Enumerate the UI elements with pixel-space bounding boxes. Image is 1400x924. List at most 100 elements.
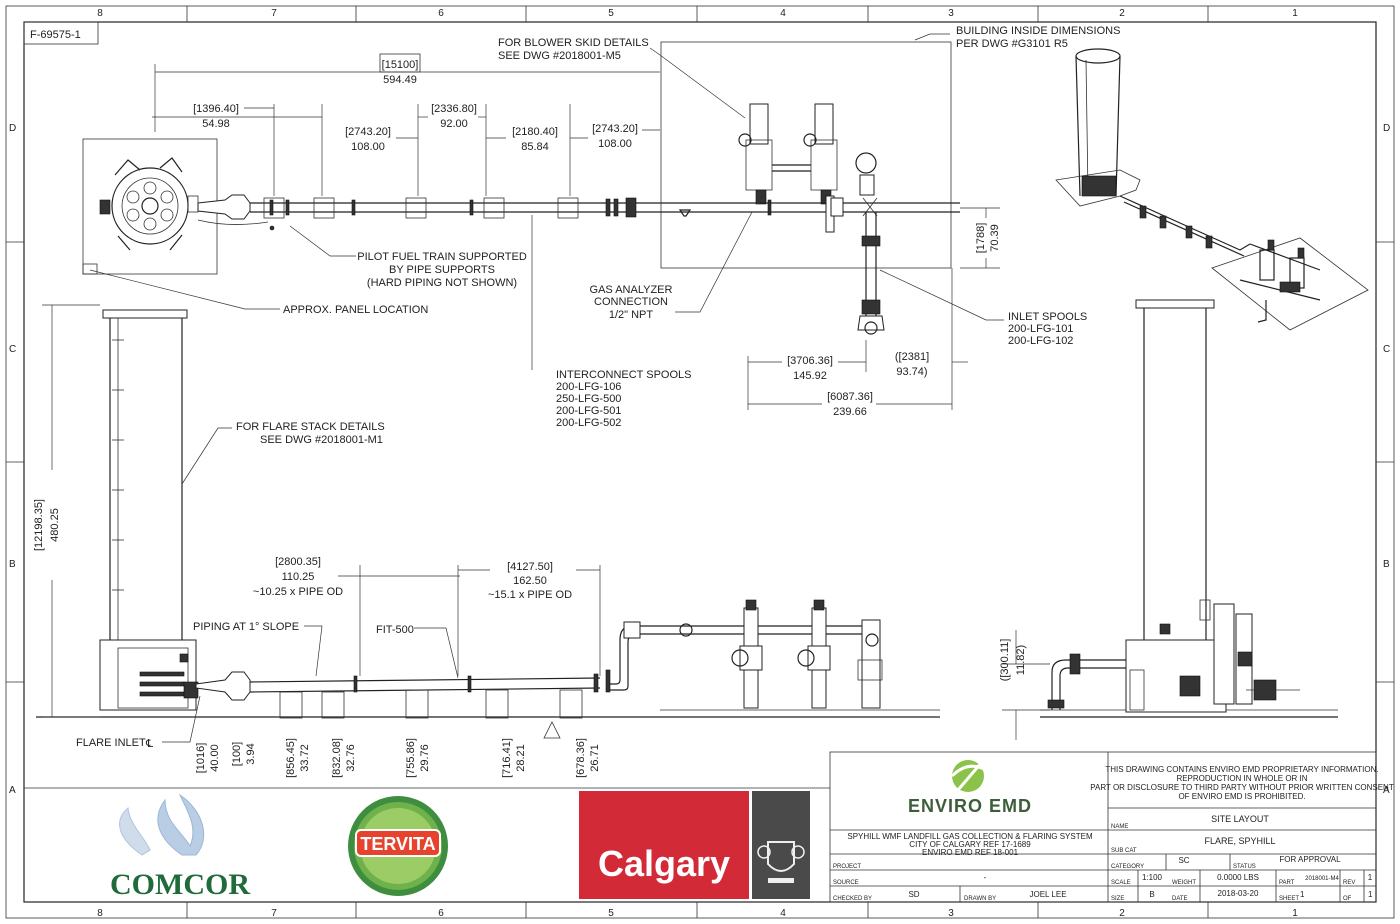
building-outline: [660, 41, 952, 269]
dim-run2-od: ~15.1 x PIPE OD: [488, 589, 572, 601]
col-label: 5: [608, 908, 614, 919]
callout-gas-analyzer: GAS ANALYZER CONNECTION 1/2" NPT: [590, 284, 673, 321]
callout-text: INTERCONNECT SPOOLS: [556, 369, 692, 381]
dim-overall-mm: [15100]: [382, 59, 419, 71]
tb-drawn-value: JOEL LEE: [1029, 890, 1066, 899]
callout-text: (HARD PIPING NOT SHOWN): [367, 277, 517, 289]
dim-h-right-mm: ([300.11]: [999, 639, 1011, 682]
support-dims: [1016] 40.00 [100] 3.94 [856.45] 33.72 […: [195, 738, 601, 778]
calgary-crest-icon: [767, 841, 795, 872]
tervita-logo: TERVITA: [348, 796, 448, 896]
callout-text: INLET SPOOLS: [1008, 311, 1087, 323]
dim-run2-mm: [4127.50]: [507, 561, 553, 573]
zone-ticks: [6, 6, 1394, 918]
row-label: C: [1383, 344, 1390, 355]
project-line: CITY OF CALGARY REF 17-1689: [909, 840, 1031, 849]
dim-support: [716.41]: [501, 738, 513, 778]
dim-run1-mm: [2800.35]: [275, 556, 321, 568]
callout-text: CONNECTION: [594, 296, 668, 308]
enviro-wordmark: ENVIRO EMD: [908, 796, 1032, 816]
dim-d4-in: 85.84: [521, 141, 549, 153]
dim-d3-mm: [2336.80]: [431, 103, 477, 115]
dim-d1-mm: [1396.40]: [193, 103, 239, 115]
callout-text: BY PIPE SUPPORTS: [389, 264, 495, 276]
dim-d7-mm: ([2381]: [895, 351, 929, 363]
callout-text: BUILDING INSIDE DIMENSIONS: [956, 25, 1120, 37]
zone-columns-top: 8 7 6 5 4 3 2 1: [97, 8, 1298, 19]
dim-d4-mm: [2180.40]: [512, 126, 558, 138]
col-label: 8: [97, 908, 103, 919]
tb-subcat-value: FLARE, SPYHILL: [1204, 836, 1275, 846]
callout-text: 200-LFG-502: [556, 417, 621, 429]
tb-status-label: STATUS: [1233, 864, 1256, 870]
tb-source-value: -: [984, 873, 987, 882]
dim-run2-in: 162.50: [513, 575, 547, 587]
dim-support: [100]: [231, 742, 243, 766]
tb-date-value: 2018-03-20: [1218, 889, 1259, 898]
tb-weight-label: WEIGHT: [1172, 880, 1196, 886]
drawing-id-box: [23, 21, 99, 45]
tb-drawn-label: DRAWN BY: [964, 896, 996, 902]
tb-part-value: 2018001-M4: [1305, 876, 1339, 882]
dim-d6-in: 145.92: [793, 370, 827, 382]
isometric-view: [1055, 48, 1369, 331]
tb-sheet-label: SHEET: [1279, 896, 1299, 902]
tb-checked-label: CHECKED BY: [833, 896, 872, 902]
col-label: 7: [271, 908, 277, 919]
callout-building: BUILDING INSIDE DIMENSIONS PER DWG #G310…: [956, 25, 1120, 50]
callout-text: 1/2" NPT: [609, 309, 654, 321]
dim-stack-height-mm: [12198.35]: [33, 499, 45, 551]
dim-d2-in: 108.00: [351, 141, 385, 153]
col-label: 6: [438, 908, 444, 919]
col-label: 2: [1119, 908, 1125, 919]
notice-line: PART OR DISCLOSURE TO THIRD PARTY WITHOU…: [1090, 783, 1394, 792]
title-block: [829, 751, 1377, 903]
dim-support: 26.71: [589, 744, 601, 772]
dim-d3-in: 92.00: [440, 118, 468, 130]
dim-run1-od: ~10.25 x PIPE OD: [253, 586, 343, 598]
tb-name-value: SITE LAYOUT: [1211, 814, 1269, 824]
dim-d8-in: 239.66: [833, 406, 867, 418]
row-label: A: [1383, 785, 1390, 796]
elevation-view: [12198.35] 480.25 [2800.35] 110.25 ~10.2…: [33, 304, 1050, 778]
tb-category-value: SC: [1178, 856, 1189, 865]
dim-d9-mm: [1788]: [975, 223, 987, 254]
dim-support: [678.36]: [575, 738, 587, 778]
col-label: 4: [780, 908, 786, 919]
callout-text: SEE DWG #2018001-M1: [260, 434, 383, 446]
col-label: 5: [608, 8, 614, 19]
flare-stack-cap: [102, 309, 188, 319]
tb-rev-value: 1: [1368, 873, 1373, 882]
row-label: B: [1383, 559, 1390, 570]
tb-sheet-value: 1: [1300, 890, 1305, 899]
dim-run1-in: 110.25: [282, 571, 315, 583]
callout-text: 200-LFG-501: [556, 405, 621, 417]
tb-checked-value: SD: [908, 890, 919, 899]
tb-category-label: CATEGORY: [1111, 864, 1144, 870]
drawing-id: F-69575-1: [30, 29, 81, 41]
enviro-emd-logo: ENVIRO EMD: [908, 760, 1032, 816]
dim-support: [755.86]: [405, 738, 417, 778]
project-line: SPYHILL WMF LANDFILL GAS COLLECTION & FL…: [847, 832, 1093, 841]
tb-status-value: FOR APPROVAL: [1279, 855, 1341, 864]
col-label: 7: [271, 8, 277, 19]
callout-text: FOR BLOWER SKID DETAILS: [498, 37, 649, 49]
side-elevation-view: [1040, 299, 1338, 718]
project-line: ENVIRO EMD REF 18-001: [922, 848, 1019, 857]
callout-text: 200-LFG-101: [1008, 323, 1073, 335]
callout-panel: APPROX. PANEL LOCATION: [283, 304, 428, 316]
callout-blower-skid: FOR BLOWER SKID DETAILS SEE DWG #2018001…: [498, 37, 649, 62]
dim-d7-in: 93.74): [896, 366, 927, 378]
dim-support: 33.72: [299, 744, 311, 772]
callout-text: PILOT FUEL TRAIN SUPPORTED: [357, 251, 527, 263]
row-label: B: [9, 559, 16, 570]
comcor-wordmark: COMCOR: [110, 868, 250, 901]
notice-line: THIS DRAWING CONTAINS ENVIRO EMD PROPRIE…: [1105, 765, 1378, 774]
dim-d6-mm: [3706.36]: [787, 355, 833, 367]
dim-d9-in: 70.39: [989, 224, 1001, 252]
row-label: A: [9, 785, 16, 796]
dim-support: [856.45]: [285, 738, 297, 778]
row-label: D: [9, 123, 16, 134]
tb-size-value: B: [1149, 890, 1154, 899]
